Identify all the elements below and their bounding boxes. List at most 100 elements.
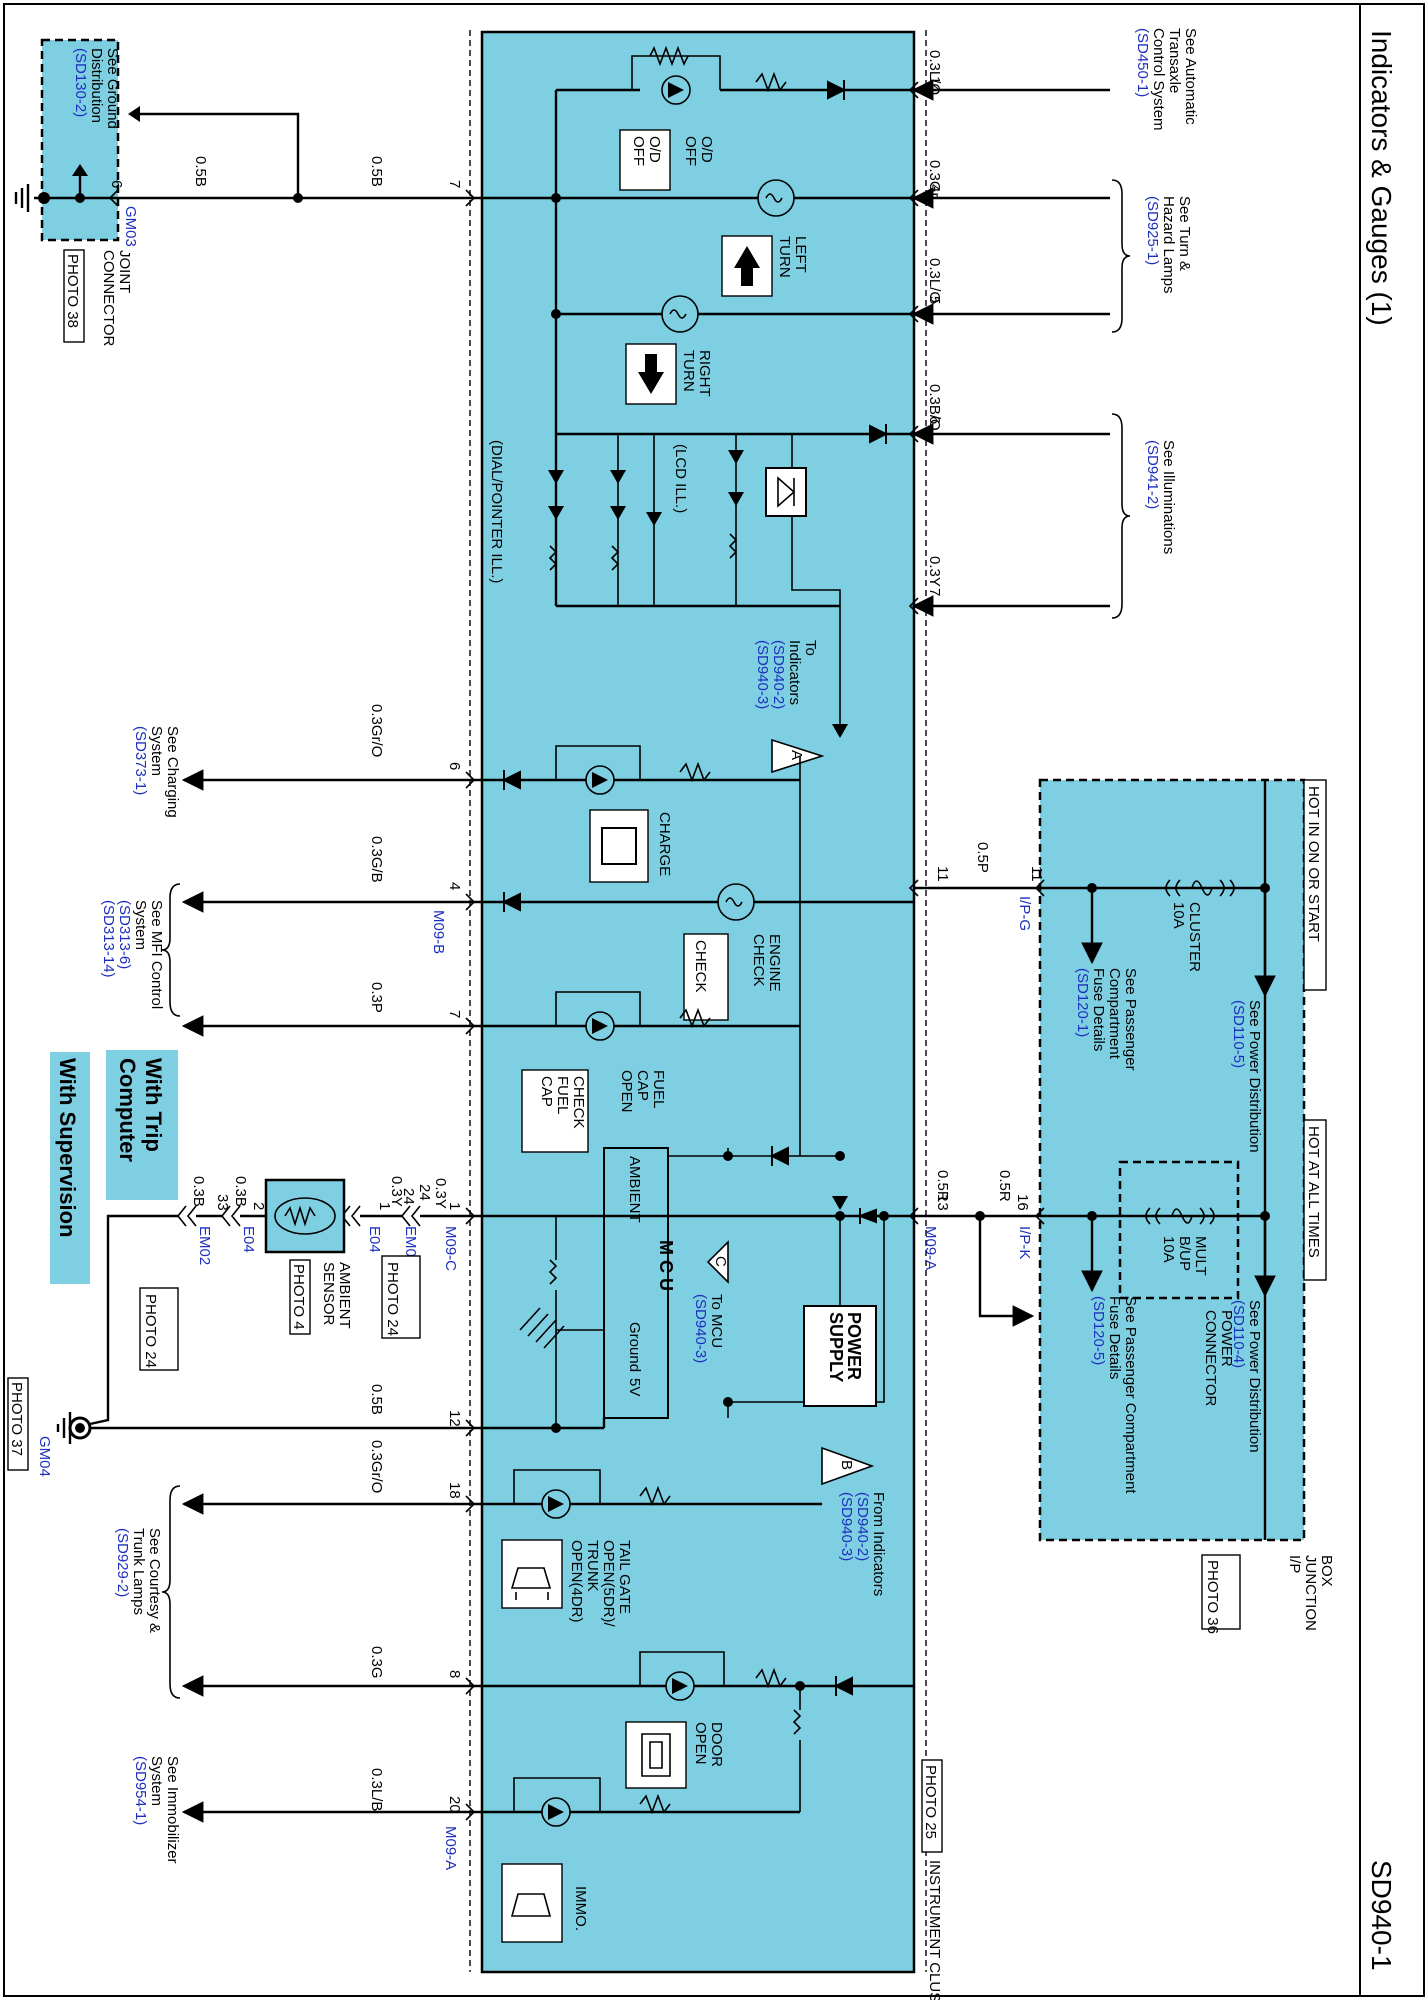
svg-text:(SD940-2): (SD940-2) bbox=[770, 640, 787, 709]
svg-text:0.5B: 0.5B bbox=[368, 156, 385, 187]
svg-text:Transaxle: Transaxle bbox=[1166, 28, 1183, 93]
svg-text:ENGINE: ENGINE bbox=[766, 934, 783, 992]
svg-text:OFF: OFF bbox=[630, 136, 647, 166]
svg-text:AMBIENT: AMBIENT bbox=[336, 1262, 353, 1329]
svg-text:CLUSTER: CLUSTER bbox=[1186, 902, 1203, 972]
immo-label: IMMO. bbox=[572, 1886, 589, 1931]
svg-text:10A: 10A bbox=[1160, 1236, 1177, 1263]
svg-text:TRUNK: TRUNK bbox=[584, 1540, 601, 1592]
svg-text:CONNECTOR: CONNECTOR bbox=[1202, 1310, 1219, 1407]
svg-text:CHECK: CHECK bbox=[570, 1076, 587, 1129]
svg-text:SUPPLY: SUPPLY bbox=[826, 1312, 846, 1382]
svg-text:Distribution: Distribution bbox=[88, 48, 105, 123]
svg-text:POWER: POWER bbox=[844, 1312, 864, 1380]
svg-text:(SD110-4): (SD110-4) bbox=[1230, 1300, 1247, 1368]
svg-text:11: 11 bbox=[934, 866, 951, 882]
svg-text:See Turn &: See Turn & bbox=[1176, 196, 1193, 271]
cluster-fuse-label: CLUSTER 10A bbox=[1170, 902, 1203, 972]
left-turn-icon bbox=[734, 246, 760, 286]
od-off-label: O/D OFF bbox=[682, 136, 715, 166]
od-diode bbox=[827, 80, 847, 100]
svg-text:13: 13 bbox=[934, 1194, 951, 1211]
svg-text:See Power Distribution: See Power Distribution bbox=[1246, 1000, 1263, 1153]
brace-turn bbox=[1111, 179, 1131, 333]
svg-text:(LCD ILL.): (LCD ILL.) bbox=[672, 444, 689, 513]
svg-text:AMBIENT: AMBIENT bbox=[626, 1156, 643, 1223]
svg-text:With Supervision: With Supervision bbox=[55, 1058, 80, 1237]
door-open-badge bbox=[625, 1721, 687, 1789]
svg-text:JOINT: JOINT bbox=[116, 250, 133, 293]
svg-text:LEFT: LEFT bbox=[792, 236, 809, 273]
svg-text:0.5B: 0.5B bbox=[192, 156, 209, 187]
svg-text:0.3L/O: 0.3L/O bbox=[926, 258, 943, 303]
svg-text:HOT AT ALL TIMES: HOT AT ALL TIMES bbox=[1305, 1126, 1322, 1258]
mult-fuse-icon bbox=[1145, 1207, 1215, 1225]
svg-text:0.3B/O: 0.3B/O bbox=[926, 384, 943, 431]
triangle-a bbox=[771, 738, 825, 774]
svg-text:CAP: CAP bbox=[634, 1070, 651, 1101]
svg-text:O/D: O/D bbox=[646, 136, 663, 163]
svg-text:See Passenger: See Passenger bbox=[1122, 968, 1139, 1071]
svg-text:OPEN: OPEN bbox=[618, 1070, 635, 1113]
svg-text:(DIAL/POINTER ILL.): (DIAL/POINTER ILL.) bbox=[488, 440, 505, 583]
junction-box-name: I/P JUNCTION BOX bbox=[1286, 1555, 1335, 1631]
svg-text:1: 1 bbox=[446, 1202, 463, 1210]
ref-immo: See Immobilizer System (SD954-1) bbox=[132, 1756, 181, 1864]
svg-text:Compartment: Compartment bbox=[1106, 968, 1123, 1060]
to-mcu-label: To MCU (SD940-3) bbox=[692, 1294, 725, 1363]
svg-text:With Trip: With Trip bbox=[141, 1058, 166, 1152]
svg-text:JUNCTION: JUNCTION bbox=[1302, 1555, 1319, 1631]
svg-text:System: System bbox=[132, 900, 149, 950]
svg-text:0.5R: 0.5R bbox=[934, 1170, 951, 1202]
svg-text:0.3L/B: 0.3L/B bbox=[368, 1768, 385, 1811]
ref-power-dist-2: See Power Distribution (SD110-4) bbox=[1230, 1300, 1263, 1453]
lcd-ill-label: (LCD ILL.) bbox=[672, 444, 689, 513]
svg-text:(SD120-5): (SD120-5) bbox=[1090, 1296, 1107, 1365]
svg-text:1: 1 bbox=[376, 1202, 393, 1210]
svg-text:BOX: BOX bbox=[1318, 1555, 1335, 1587]
svg-text:0.3L/O: 0.3L/O bbox=[926, 50, 943, 95]
svg-text:(SD940-2): (SD940-2) bbox=[854, 1492, 871, 1561]
svg-text:20: 20 bbox=[446, 1796, 463, 1813]
trip-computer-badge: With Trip Computer bbox=[106, 1050, 178, 1200]
door-open-label: DOOR OPEN bbox=[692, 1722, 725, 1767]
right-turn-label: RIGHT TURN bbox=[680, 350, 713, 397]
svg-text:CAP: CAP bbox=[538, 1076, 555, 1107]
left-turn-label: LEFT TURN bbox=[776, 236, 809, 278]
svg-text:24: 24 bbox=[416, 1184, 433, 1201]
svg-text:(SD110-5): (SD110-5) bbox=[1230, 1000, 1247, 1068]
to-indicators-label: To Indicators (SD940-2) (SD940-3) bbox=[754, 640, 819, 709]
svg-text:C: C bbox=[712, 1256, 729, 1267]
svg-text:0.3Gr: 0.3Gr bbox=[926, 160, 943, 198]
svg-text:16: 16 bbox=[1014, 1194, 1031, 1211]
svg-text:Ground: Ground bbox=[626, 1322, 643, 1372]
photo4-tag: PHOTO 4 bbox=[289, 1259, 311, 1335]
svg-text:See Charging: See Charging bbox=[164, 726, 181, 818]
svg-text:12: 12 bbox=[446, 1410, 463, 1427]
svg-text:0.3P: 0.3P bbox=[368, 982, 385, 1013]
svg-text:CONNECTOR: CONNECTOR bbox=[100, 250, 117, 347]
svg-text:See Ground: See Ground bbox=[104, 48, 121, 129]
svg-text:I/P-K: I/P-K bbox=[1016, 1226, 1033, 1259]
svg-text:HOT IN ON OR START: HOT IN ON OR START bbox=[1305, 786, 1322, 942]
svg-text:(SD954-1): (SD954-1) bbox=[132, 1756, 149, 1825]
svg-text:(SD120-1): (SD120-1) bbox=[1074, 968, 1091, 1037]
svg-text:0.3B: 0.3B bbox=[190, 1176, 207, 1207]
svg-text:0.3Y: 0.3Y bbox=[926, 556, 943, 587]
from-indicators-label: From Indicators (SD940-2) (SD940-3) bbox=[838, 1492, 887, 1596]
tailgate-label: TAIL GATE OPEN(5DR)/ TRUNK OPEN(4DR) bbox=[568, 1540, 633, 1628]
cluster-photo-tag: PHOTO 25 bbox=[921, 1759, 943, 1853]
left-turn-bulb bbox=[757, 179, 795, 217]
svg-text:M09-A: M09-A bbox=[922, 1226, 939, 1270]
svg-text:M09-B: M09-B bbox=[430, 910, 447, 954]
svg-text:5: 5 bbox=[926, 296, 943, 304]
svg-text:6: 6 bbox=[108, 180, 125, 188]
svg-text:6: 6 bbox=[926, 416, 943, 424]
triangle-c bbox=[706, 1240, 729, 1284]
engine-check-label: ENGINE CHECK bbox=[750, 934, 783, 992]
svg-text:2: 2 bbox=[250, 1202, 267, 1210]
ref-turn: See Turn & Hazard Lamps (SD925-1) bbox=[1144, 196, 1193, 294]
svg-text:PHOTO 25: PHOTO 25 bbox=[922, 1765, 939, 1839]
cluster-pin-chevrons bbox=[108, 81, 1045, 1821]
